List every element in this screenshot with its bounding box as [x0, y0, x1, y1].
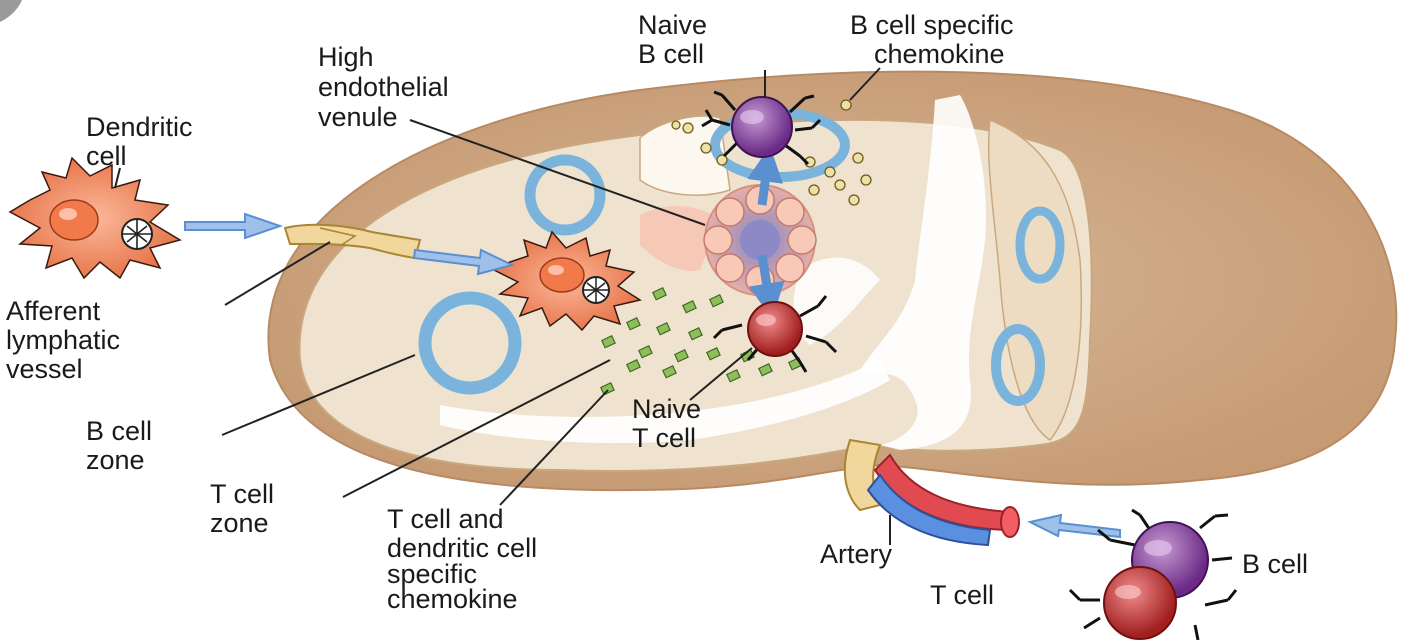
label-naive-b-cell: Naive B cell: [638, 10, 715, 69]
t-cell-circulating: [1104, 567, 1176, 639]
label-high-endothelial-venule: High endothelial venule: [318, 42, 456, 132]
label-b-cell-chemokine: B cell specific chemokine: [850, 10, 1021, 69]
label-t-dc-chemokine: T cell and dendritic cell specific chemo…: [387, 504, 545, 614]
dendritic-cell-outside: [10, 158, 180, 278]
label-afferent-lymphatic-vessel: Afferent lymphatic vessel: [6, 296, 128, 384]
arrow-dc-to-vessel: [185, 214, 280, 238]
label-b-cell: B cell: [1242, 549, 1308, 579]
label-t-cell-zone: T cell zone: [210, 479, 282, 538]
label-t-cell: T cell: [930, 580, 994, 610]
arrow-artery: [1030, 515, 1120, 537]
label-dendritic-cell: Dendritic cell: [86, 112, 200, 171]
corner-shade: [0, 0, 22, 22]
arrow-hev-to-b: [762, 160, 768, 205]
label-artery: Artery: [820, 539, 893, 569]
lymph-node: [268, 72, 1396, 490]
label-b-cell-zone: B cell zone: [86, 416, 160, 475]
